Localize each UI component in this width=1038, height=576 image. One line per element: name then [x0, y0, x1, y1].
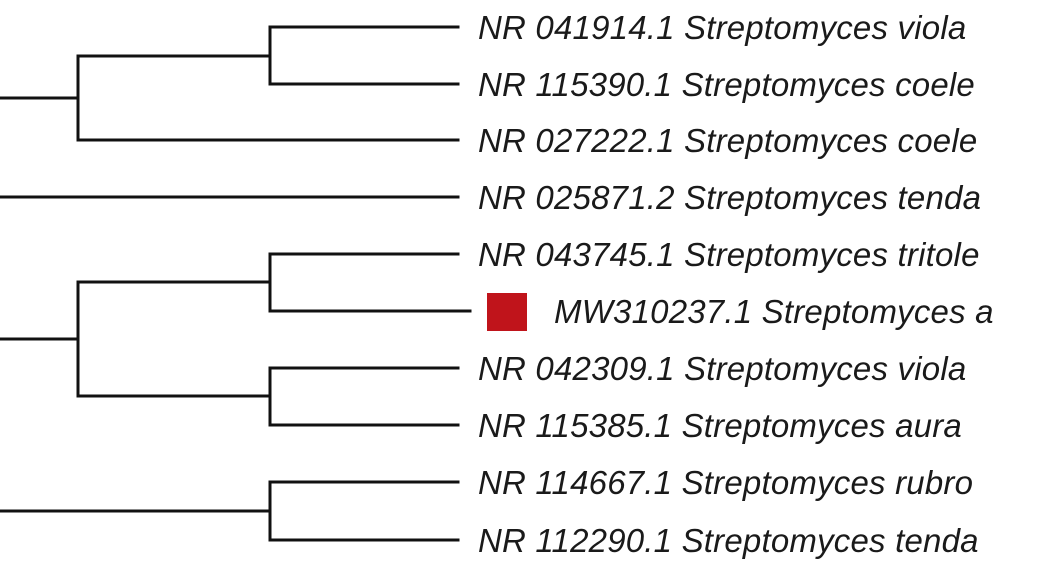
leaf-label: NR 025871.2 Streptomyces tenda	[478, 179, 981, 216]
tree-labels: NR 041914.1 Streptomyces viola NR 115390.…	[478, 9, 994, 559]
leaf-label: NR 115385.1 Streptomyces aura	[478, 407, 962, 444]
leaf-label: NR 041914.1 Streptomyces viola	[478, 9, 966, 46]
marker-square-icon	[487, 293, 527, 331]
leaf-label: NR 043745.1 Streptomyces tritole	[478, 236, 980, 273]
tree-branches	[0, 25, 472, 542]
leaf-label: NR 112290.1 Streptomyces tenda	[478, 522, 979, 559]
leaf-label: NR 027222.1 Streptomyces coele	[478, 122, 977, 159]
leaf-label: NR 114667.1 Streptomyces rubro	[478, 464, 973, 501]
leaf-label: MW310237.1 Streptomyces a	[554, 293, 994, 330]
leaf-label: NR 115390.1 Streptomyces coele	[478, 66, 975, 103]
tree-markers	[487, 293, 527, 331]
leaf-label: NR 042309.1 Streptomyces viola	[478, 350, 966, 387]
